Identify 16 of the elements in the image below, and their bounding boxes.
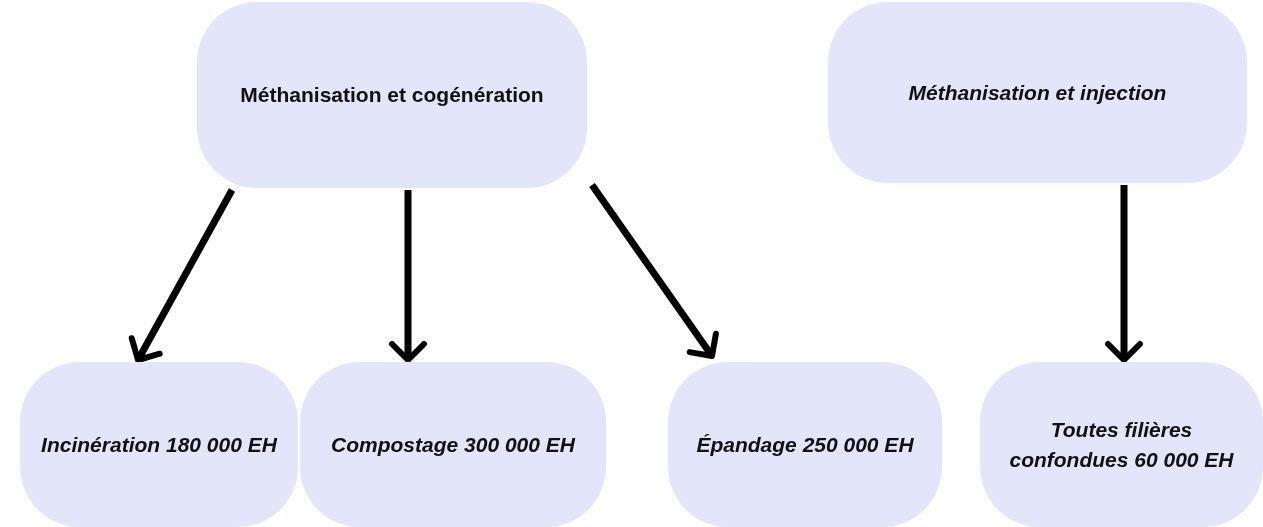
node-label: Incinération 180 000 EH [41, 431, 277, 458]
arrow [589, 183, 719, 359]
arrow [389, 190, 427, 363]
node-label: Méthanisation et injection [908, 79, 1167, 106]
arrow [1105, 185, 1143, 363]
node-label: Épandage 250 000 EH [696, 431, 914, 458]
arrow [128, 188, 236, 363]
rounded-box [197, 2, 587, 188]
rounded-box [300, 362, 606, 527]
rounded-box [980, 362, 1263, 527]
rounded-box [668, 362, 942, 527]
rounded-box [828, 2, 1247, 183]
node-label: Méthanisation et cogénération [240, 82, 544, 109]
node-label: Toutes filières confondues 60 000 EH [1008, 417, 1235, 473]
rounded-box [20, 362, 298, 527]
node-label: Compostage 300 000 EH [331, 431, 575, 458]
